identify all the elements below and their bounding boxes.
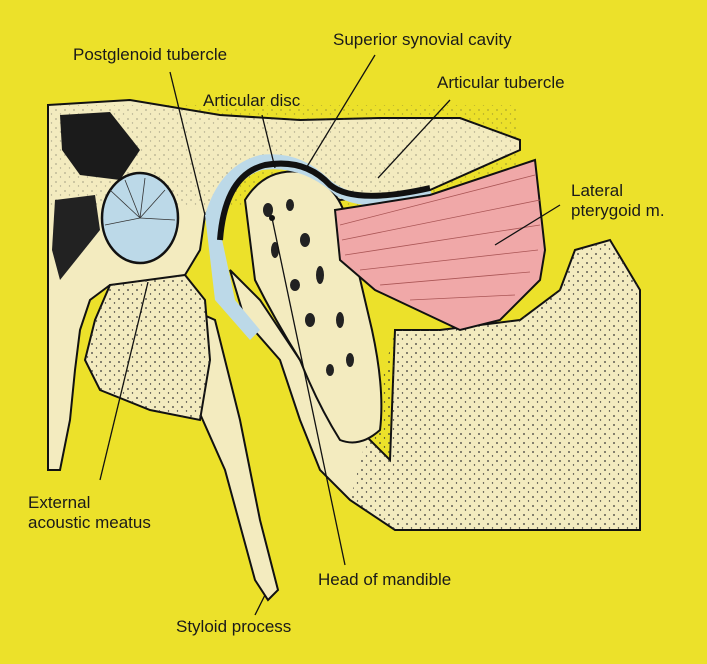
label-head-of-mandible: Head of mandible [318,570,452,589]
label-articular-disc: Articular disc [203,91,301,110]
label-lateral-pterygoid: Lateral pterygoid m. [571,181,665,221]
leader-articular-tubercle [377,99,451,179]
label-postglenoid-tubercle: Postglenoid tubercle [73,45,228,64]
leader-styloid [254,594,266,616]
leader-postglenoid [169,71,206,216]
leader-head-mandible [271,217,346,566]
condyle-trabeculae [263,199,354,376]
leader-lines [99,54,561,616]
mastoid-cells [52,195,100,280]
leader-synovial [304,54,376,171]
label-articular-tubercle: Articular tubercle [437,73,565,92]
label-superior-synovial-cavity: Superior synovial cavity [333,30,512,49]
label-lateral-pterygoid-line2: pterygoid m. [571,201,665,220]
label-external-acoustic-line2: acoustic meatus [28,513,151,532]
label-styloid-process: Styloid process [176,617,292,636]
lateral-pterygoid-muscle [333,158,547,332]
muscle-fibers [339,174,541,301]
synovial-cavity [205,154,435,340]
label-lateral-pterygoid-line1: Lateral [571,181,623,200]
articular-disc [217,160,431,241]
label-external-acoustic-meatus: External acoustic meatus [28,493,151,533]
leader-disc [261,114,276,169]
leader-meatus [99,281,149,481]
meatus-hatching [104,177,176,226]
leader-pterygoid [494,204,561,246]
temporal-marrow [60,112,140,180]
label-external-acoustic-line1: External [28,493,91,512]
